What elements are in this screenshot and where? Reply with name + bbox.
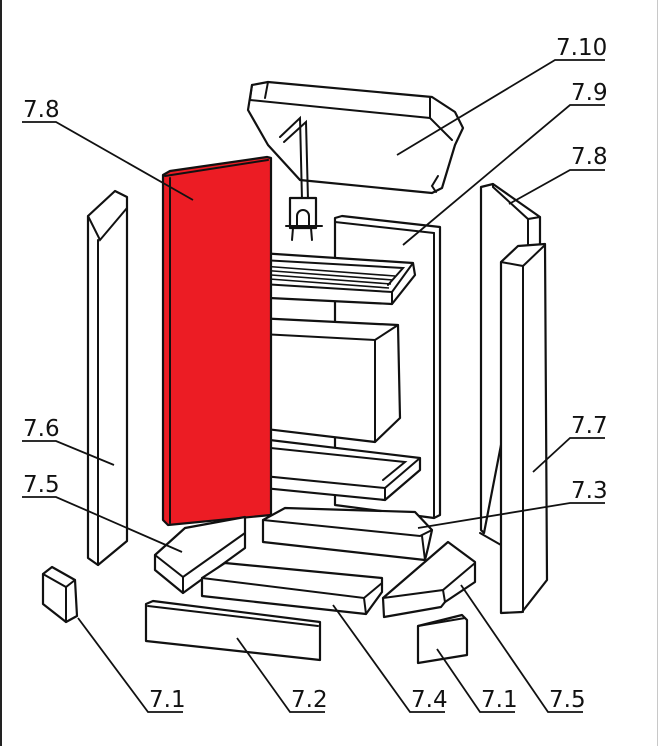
part-rear-floor-brick[interactable]	[261, 506, 434, 562]
label-7-7: 7.7	[571, 413, 608, 439]
part-right-small-block[interactable]	[416, 613, 469, 665]
label-7-10: 7.10	[556, 35, 607, 61]
highlight-fill	[161, 155, 273, 527]
part-left-side-plate-highlighted[interactable]	[161, 155, 273, 527]
part-right-upright[interactable]	[479, 242, 549, 615]
part-middle-floor-brick[interactable]	[200, 561, 384, 616]
part-right-angled-brick[interactable]	[381, 540, 477, 619]
part-hook-rod	[279, 115, 323, 241]
label-7-8-left: 7.8	[23, 97, 60, 123]
label-7-2: 7.2	[291, 687, 328, 713]
label-7-1-left: 7.1	[149, 687, 186, 713]
label-7-5-left: 7.5	[23, 472, 60, 498]
part-left-angled-brick[interactable]	[153, 515, 247, 595]
label-7-8-right: 7.8	[571, 144, 608, 170]
label-7-4: 7.4	[411, 687, 448, 713]
part-front-floor-brick[interactable]	[144, 599, 322, 662]
label-7-3: 7.3	[571, 478, 608, 504]
label-7-6: 7.6	[23, 416, 60, 442]
part-left-upright[interactable]	[86, 189, 129, 567]
left-border	[0, 0, 2, 746]
label-7-5-right: 7.5	[549, 687, 586, 713]
part-left-small-block[interactable]	[41, 565, 79, 624]
leader-lines	[22, 59, 605, 713]
label-7-1-right: 7.1	[481, 687, 518, 713]
label-7-9: 7.9	[571, 80, 608, 106]
right-border	[657, 0, 658, 746]
